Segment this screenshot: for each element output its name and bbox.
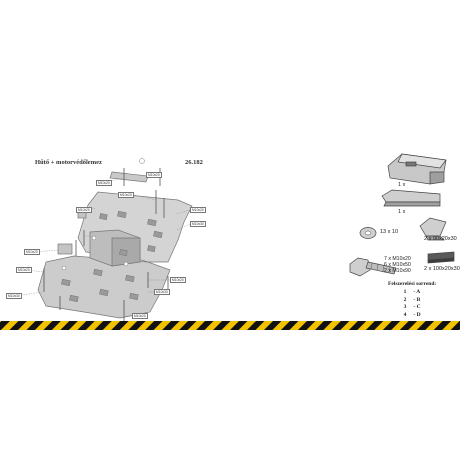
callout-tag: M10x20	[118, 192, 134, 199]
sequence-row: 1 - A	[398, 289, 421, 296]
callout-tag: M10x20	[170, 277, 186, 284]
fasteners	[43, 168, 169, 322]
bolt-spec: 7 x M10x20	[384, 256, 411, 262]
bolt-spec: 2 x M10x90	[384, 267, 411, 274]
sequence-row: 2 - B	[398, 296, 421, 304]
sequence-number: 4	[403, 311, 407, 318]
callout-tag: M10x30	[6, 293, 22, 300]
top-bracket-strip	[109, 171, 149, 183]
lower-plate	[37, 255, 171, 319]
sequence-letter: - B	[413, 296, 421, 303]
washer-icon	[359, 227, 377, 239]
upper-slots	[99, 210, 163, 257]
bracket-small-qty: 1 x	[398, 209, 406, 215]
skid-plate-assembly	[37, 171, 193, 319]
sequence-number: 1	[403, 289, 407, 295]
assembly-title: Hűtő + motorvédőlemez	[35, 159, 102, 166]
bolt-list: 7 x M10x20 6 x M10x50 2 x M10x90	[384, 256, 411, 275]
sequence-row: 4 - D	[398, 311, 421, 319]
sequence-row: 3 - C	[398, 304, 421, 311]
sequence-letter: - C	[413, 304, 421, 310]
bracket-qty: 1 x	[398, 182, 406, 188]
callout-tag: M10x20	[76, 207, 92, 214]
assembly-code: 26.182	[185, 159, 203, 166]
flat-bar-icon	[427, 251, 455, 264]
bracket-small-icon	[381, 189, 441, 207]
bolt-spec: 6 x M10x50	[384, 261, 411, 268]
callout-tag: M10x20	[96, 180, 112, 187]
callout-tag: M10x30	[154, 289, 170, 296]
callout-tag: M10x20	[190, 207, 206, 214]
angle-label: 2 x 90x20x30	[424, 236, 457, 242]
sequence-list: 1 - A 2 - B 3 - C 4 - D	[398, 289, 421, 319]
bolt-icon	[349, 257, 397, 277]
sequence-title: Felszerelési sorrend:	[388, 281, 437, 287]
side-bracket	[57, 243, 73, 255]
bracket-icon	[387, 153, 447, 185]
sequence-number: 3	[403, 304, 407, 310]
hazard-stripe-band	[0, 321, 460, 330]
callout-tag: M10x20	[24, 249, 40, 256]
lower-slots	[61, 268, 139, 303]
callout-tag: M10x30	[190, 221, 206, 228]
callout-tag: M10x20	[132, 313, 148, 320]
angle-bracket-icon	[419, 217, 447, 241]
callout-tag: M10x20	[146, 172, 162, 179]
callout-tag: M10x20	[16, 267, 32, 274]
sequence-number: 2	[403, 296, 407, 303]
sequence-letter: - A	[413, 289, 421, 295]
flat-bar-label: 2 x 100x20x30	[424, 266, 460, 272]
part-markers	[61, 158, 145, 271]
washer-label: 13 x 10	[380, 229, 399, 235]
sequence-letter: - D	[413, 311, 421, 318]
